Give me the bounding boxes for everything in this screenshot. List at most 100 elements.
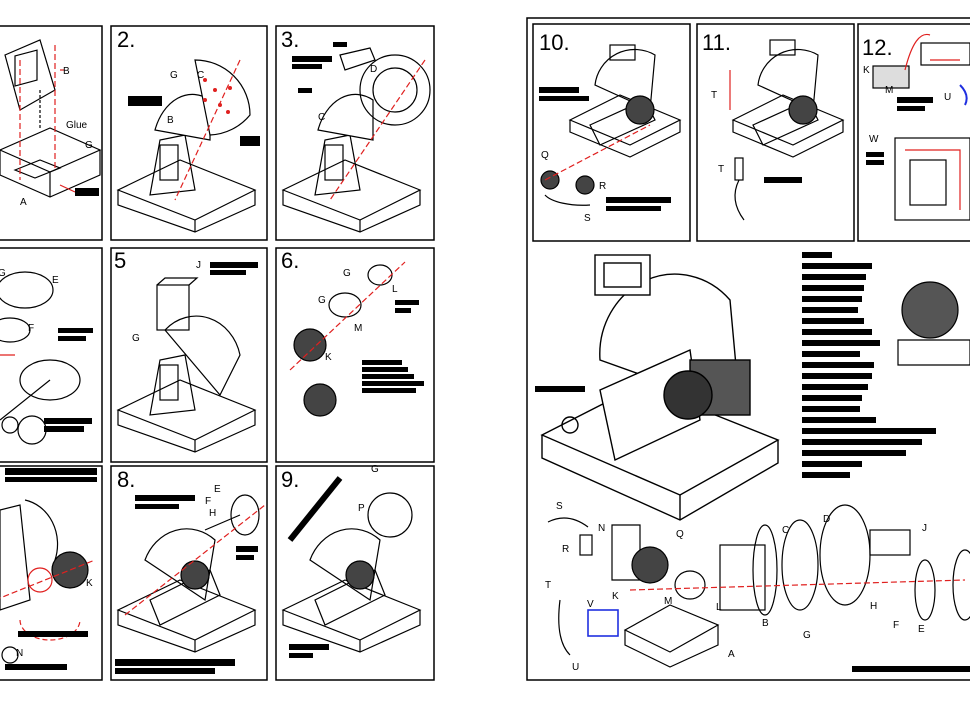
exploded-label-d: D [823, 514, 830, 525]
panel-3-number: 3. [281, 27, 299, 52]
panel-12-label-w: W [869, 134, 879, 145]
panel-9-illustration [281, 492, 422, 653]
panel-2-number: 2. [117, 27, 135, 52]
panel-10-label-q: Q [541, 150, 549, 161]
redacted-text [539, 87, 579, 93]
assembled-fan-illustration [540, 254, 780, 521]
redacted-text [115, 659, 235, 666]
exploded-label-m: M [664, 596, 672, 607]
right-page-frame [526, 17, 970, 681]
panel-8-label-h: H [209, 508, 216, 519]
panel-10-label-s: S [584, 213, 591, 224]
panel-12-label-u: U [944, 92, 951, 103]
panel-4-label-e: E [52, 275, 59, 286]
redacted-text [866, 160, 884, 165]
redacted-text [236, 555, 254, 560]
redacted-text [292, 64, 322, 69]
exploded-view-illustration [547, 504, 970, 668]
redacted-text [606, 197, 671, 203]
panel-6-label-g1: G [343, 268, 351, 279]
redacted-text [236, 546, 258, 552]
redacted-text [897, 97, 933, 103]
panel-5-illustration [116, 277, 257, 453]
panel-1-label-b: B [63, 66, 70, 77]
panel-9-number: 9. [281, 467, 299, 492]
parts-list [802, 252, 936, 478]
panel-10-number: 10. [539, 30, 570, 55]
panel-3-label-d: D [370, 64, 377, 75]
redacted-text [18, 631, 88, 637]
panel-1-illustration [0, 39, 102, 198]
panel-11-frame [696, 23, 855, 242]
exploded-label-r: R [562, 544, 569, 555]
redacted-text [240, 136, 260, 146]
panel-3-label-c: C [318, 112, 325, 123]
exploded-label-j: J [922, 523, 927, 534]
exploded-label-n: N [598, 523, 605, 534]
redacted-text [362, 381, 424, 386]
redacted-text [606, 206, 661, 211]
exploded-label-k: K [612, 591, 619, 602]
redacted-text [362, 367, 408, 372]
panel-12-label-m: M [885, 85, 893, 96]
panel-4-label-g: G [0, 268, 6, 279]
panel-2-label-b: B [167, 115, 174, 126]
redacted-text [210, 262, 258, 268]
panel-9-frame [275, 465, 435, 681]
panel-12-number: 12. [862, 35, 893, 60]
panel-8-frame [110, 465, 268, 681]
exploded-label-h: H [870, 601, 877, 612]
panel-8-label-e: E [214, 484, 221, 495]
exploded-label-b: B [762, 618, 769, 629]
redacted-text [395, 308, 411, 313]
panel-5-number: 5 [114, 248, 126, 273]
panel-2-label-c: C [197, 70, 204, 81]
redacted-text [362, 360, 402, 365]
redacted-text [5, 477, 97, 482]
redacted-text [5, 664, 67, 670]
panel-9-label-g: G [371, 464, 379, 475]
panel-2-label-g: G [170, 70, 178, 81]
panel-11-illustration [731, 39, 845, 221]
panel-11-label-t1: T [711, 90, 717, 101]
redacted-text [362, 374, 414, 379]
panel-6-illustration [293, 264, 393, 417]
panel-4-label-f: F [28, 323, 34, 334]
redacted-text [289, 653, 313, 658]
panel-4-frame [0, 247, 103, 463]
panel-4-illustration [0, 271, 81, 445]
panel-7-illustration [0, 499, 89, 664]
redacted-text [852, 666, 970, 672]
exploded-label-c: C [782, 525, 789, 536]
redacted-text [289, 644, 329, 650]
redacted-text [298, 88, 312, 93]
panel-10-label-r: R [599, 181, 606, 192]
panel-6-label-k: K [325, 352, 332, 363]
panel-6-label-g2: G [318, 295, 326, 306]
redacted-text [764, 177, 802, 183]
panel-11-label-t2: T [718, 164, 724, 175]
redacted-text [75, 188, 99, 196]
redacted-text [292, 56, 332, 62]
panel-12-label-k: K [863, 65, 870, 76]
panel-9-label-p: P [358, 503, 365, 514]
panel-10-illustration [540, 44, 682, 195]
panel-12-frame [857, 23, 970, 242]
exploded-label-l: L [716, 602, 722, 613]
panel-5-frame [110, 247, 268, 463]
panel-8-label-f: F [205, 496, 211, 507]
redacted-text [333, 42, 347, 47]
panel-6-label-l: L [392, 284, 398, 295]
exploded-label-q: Q [676, 529, 684, 540]
redacted-text [210, 270, 246, 275]
panel-7-frame [0, 465, 103, 681]
panel-8-illustration [116, 494, 260, 653]
panel-10-frame [532, 23, 691, 242]
redacted-text [897, 106, 925, 111]
redacted-text [44, 426, 84, 432]
partial-assembly-illustration [897, 281, 970, 366]
exploded-label-e: E [918, 624, 925, 635]
exploded-label-f: F [893, 620, 899, 631]
